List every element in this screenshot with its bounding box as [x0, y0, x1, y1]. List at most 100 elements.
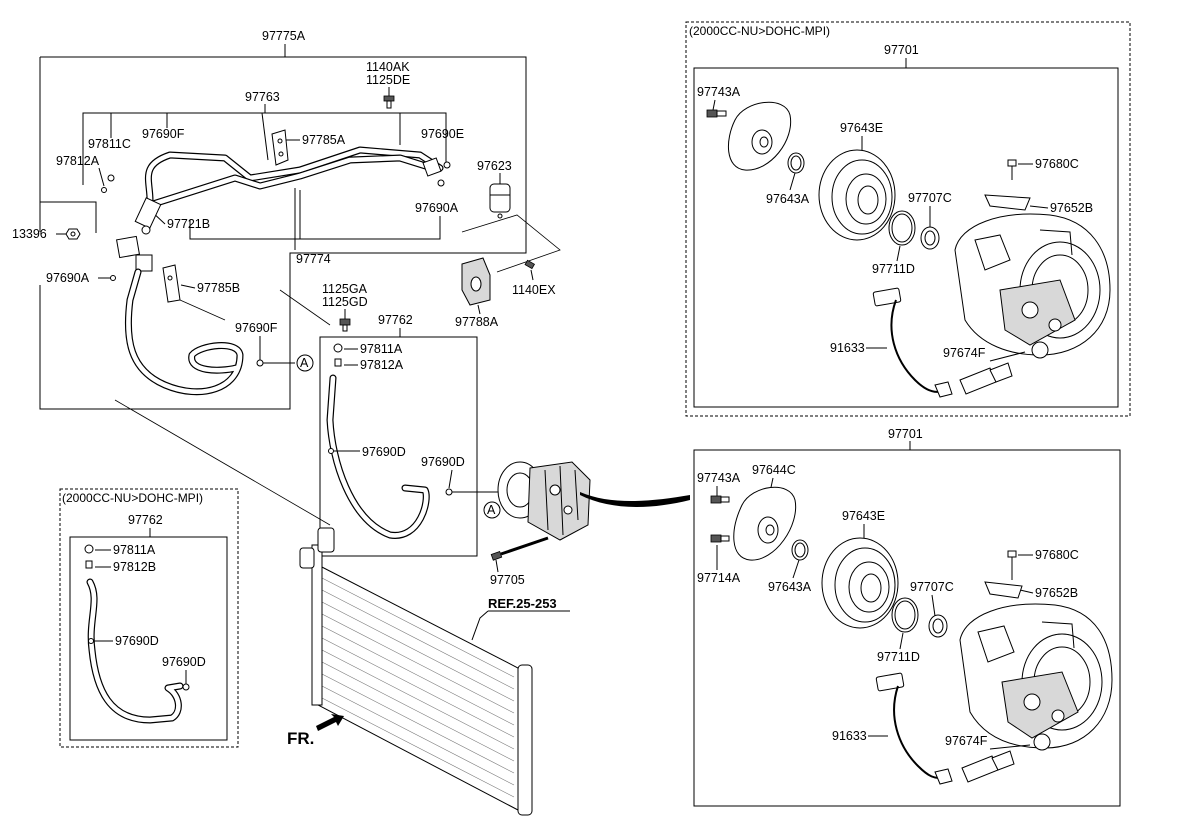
label-97775A: 97775A: [262, 29, 306, 43]
label-97788A: 97788A: [455, 315, 499, 329]
pad-icon: [461, 257, 491, 306]
label-97690F-top: 97690F: [142, 127, 185, 141]
hub-plate-icon: [733, 486, 797, 561]
label-97785A: 97785A: [302, 133, 346, 147]
label-97763: 97763: [245, 90, 280, 104]
top-label-97707C: 97707C: [908, 191, 952, 205]
bracket-b-icon: [162, 264, 181, 303]
condenser-icon: [299, 527, 533, 816]
bottom-label-97714A: 97714A: [697, 571, 741, 585]
bolt-icon: [490, 536, 549, 561]
label-97774: 97774: [296, 252, 331, 266]
compressor-bottom-assembly: 97701 97743A 97644C 97714A 97643A 97643E: [693, 427, 1121, 807]
top-header: (2000CC-NU>DOHC-MPI): [689, 24, 830, 38]
inset-header: (2000CC-NU>DOHC-MPI): [62, 491, 203, 505]
label-97690F-lower: 97690F: [235, 321, 278, 335]
bottom-label-97643A: 97643A: [768, 580, 812, 594]
bolt-icon: [706, 109, 727, 118]
compressor-body-icon: [959, 603, 1113, 751]
label-97705: 97705: [490, 573, 525, 587]
label-97811C: 97811C: [88, 137, 131, 151]
bolt-icon: [710, 495, 730, 504]
label-fr: FR.: [287, 729, 314, 748]
liquid-hose-icon: [124, 268, 295, 396]
bolt-icon: [383, 95, 395, 109]
nut-icon: [56, 228, 81, 240]
coil-ring-icon: [891, 597, 919, 633]
bolt-icon: [524, 259, 536, 281]
label-97690D-b: 97690D: [421, 455, 465, 469]
bolt-icon: [710, 534, 730, 543]
label-97690D-a: 97690D: [362, 445, 406, 459]
label-97785B: 97785B: [197, 281, 240, 295]
label-97623: 97623: [477, 159, 512, 173]
suction-hose-icon: [144, 146, 444, 209]
inset-label-97690D-a: 97690D: [115, 634, 159, 648]
bottom-label-97680C: 97680C: [1035, 548, 1079, 562]
inset-label-97762: 97762: [128, 513, 163, 527]
pulley-icon: [821, 537, 899, 629]
label-97811A: 97811A: [360, 342, 403, 356]
top-label-97680C: 97680C: [1035, 157, 1079, 171]
label-97812A-disch: 97812A: [360, 358, 404, 372]
label-97812A: 97812A: [56, 154, 100, 168]
inset-label-97811A: 97811A: [113, 543, 156, 557]
label-97721B: 97721B: [167, 217, 210, 231]
top-label-97674F: 97674F: [943, 346, 986, 360]
callout-a2-icon: [483, 501, 501, 519]
top-label-97743A: 97743A: [697, 85, 741, 99]
top-label-97643E: 97643E: [840, 121, 883, 135]
switch-icon: [1007, 159, 1017, 180]
label-97690E: 97690E: [421, 127, 464, 141]
bottom-label-97707C: 97707C: [910, 580, 954, 594]
label-97762: 97762: [378, 313, 413, 327]
fitting-icon: [422, 157, 451, 187]
pulley-icon: [818, 149, 896, 241]
label-ref: REF.25-253: [488, 596, 557, 611]
bolt-icon: [339, 318, 351, 332]
callout-a2-label: A: [487, 503, 496, 517]
bottom-label-97674F: 97674F: [945, 734, 988, 748]
receiver-drier-icon: [489, 183, 511, 219]
hub-plate-icon: [727, 101, 792, 171]
bottom-label-97643E: 97643E: [842, 509, 885, 523]
inset-label-97690D-b: 97690D: [162, 655, 206, 669]
main-hose-assembly: 97775A 1140AK 1125DE 97763 97690F 97811C…: [12, 29, 561, 410]
bottom-label-97652B: 97652B: [1035, 586, 1078, 600]
bracket-a-icon: [271, 129, 289, 166]
snap-ring-icon: [920, 226, 940, 250]
top-label-97643A: 97643A: [766, 192, 810, 206]
snap-ring-icon: [928, 614, 948, 638]
coil-ring-icon: [888, 210, 916, 246]
valve-icon: [101, 174, 162, 281]
compressor-body-icon: [954, 213, 1111, 359]
shim-icon: [791, 539, 809, 561]
bracket-icon: [984, 194, 1031, 211]
callout-a-label: A: [300, 356, 309, 370]
shim-icon: [787, 152, 805, 174]
label-97690A-left: 97690A: [46, 271, 90, 285]
inset-label-97812B: 97812B: [113, 560, 156, 574]
top-label-91633: 91633: [830, 341, 865, 355]
bottom-label-91633: 91633: [832, 729, 867, 743]
bracket-icon: [984, 581, 1023, 599]
label-1125DE: 1125DE: [366, 73, 410, 87]
bottom-label-97743A: 97743A: [697, 471, 741, 485]
front-arrow-icon: [316, 714, 344, 731]
label-1140EX: 1140EX: [512, 283, 556, 297]
label-1140AK: 1140AK: [366, 60, 410, 74]
top-label-97701: 97701: [884, 43, 919, 57]
label-13396: 13396: [12, 227, 47, 241]
label-1125GA: 1125GA: [322, 282, 368, 296]
wiring-icon: [872, 287, 953, 398]
compressor-top-assembly: (2000CC-NU>DOHC-MPI) 97701 97743A 97643A…: [685, 21, 1131, 417]
inset-hose-assembly: (2000CC-NU>DOHC-MPI) 97762 97811A 97812B…: [59, 488, 239, 748]
switch-icon: [1007, 550, 1017, 580]
wiring-icon: [875, 672, 953, 785]
sensor-icon: [961, 750, 1015, 783]
callout-a-icon: [296, 354, 314, 372]
discharge-hose-assembly: 97762 97811A 97812A 97690D 97690D A: [319, 313, 501, 557]
sensor-icon: [959, 362, 1013, 395]
bottom-label-97711D: 97711D: [877, 650, 920, 664]
bottom-label-97644C: 97644C: [752, 463, 796, 477]
